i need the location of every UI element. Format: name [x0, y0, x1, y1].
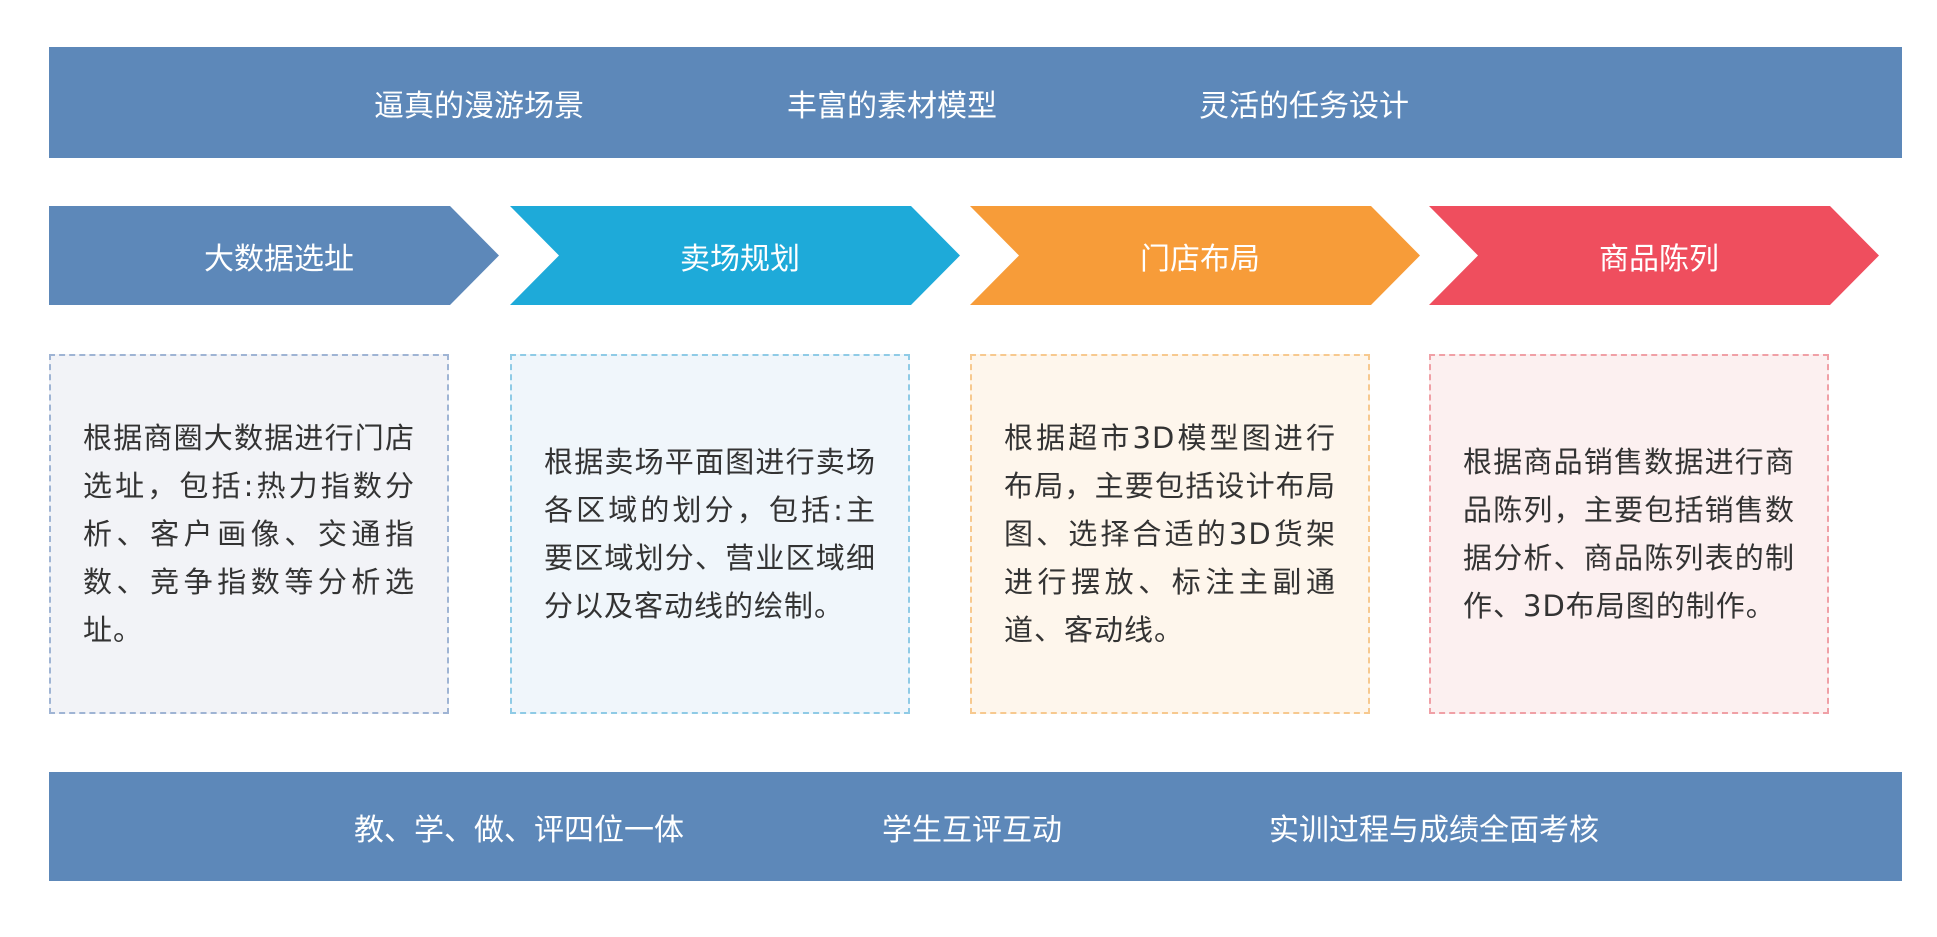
step-store-layout: 门店布局 [970, 206, 1420, 305]
step-title: 卖场规划 [680, 241, 800, 277]
step-description-card: 根据超市3D模型图进行布局，主要包括设计布局图、选择合适的3D货架进行摆放、标注… [970, 354, 1370, 714]
step-description-card: 根据商圈大数据进行门店选址，包括:热力指数分析、客户画像、交通指数、竞争指数等分… [49, 354, 449, 714]
step-title: 门店布局 [1140, 241, 1260, 277]
top-feature-bar: 逼真的漫游场景 丰富的素材模型 灵活的任务设计 [49, 47, 1902, 158]
bottom-feature-bar: 教、学、做、评四位一体 学生互评互动 实训过程与成绩全面考核 [49, 772, 1902, 881]
step-description: 根据超市3D模型图进行布局，主要包括设计布局图、选择合适的3D货架进行摆放、标注… [1004, 421, 1336, 647]
step-description: 根据卖场平面图进行卖场各区域的划分，包括:主要区域划分、营业区域细分以及客动线的… [544, 445, 876, 623]
step-product-display: 商品陈列 [1429, 206, 1879, 305]
feature-roaming-scene: 逼真的漫游场景 [374, 88, 584, 124]
step-title: 商品陈列 [1599, 241, 1719, 277]
feature-teach-learn-do-evaluate: 教、学、做、评四位一体 [354, 812, 684, 848]
step-big-data-site-selection: 大数据选址 [49, 206, 499, 305]
step-description: 根据商品销售数据进行商品陈列，主要包括销售数据分析、商品陈列表的制作、3D布局图… [1463, 445, 1795, 623]
feature-task-design: 灵活的任务设计 [1199, 88, 1409, 124]
feature-full-assessment: 实训过程与成绩全面考核 [1269, 812, 1599, 848]
step-description-card: 根据商品销售数据进行商品陈列，主要包括销售数据分析、商品陈列表的制作、3D布局图… [1429, 354, 1829, 714]
step-title: 大数据选址 [204, 241, 354, 277]
step-store-planning: 卖场规划 [510, 206, 960, 305]
step-description: 根据商圈大数据进行门店选址，包括:热力指数分析、客户画像、交通指数、竞争指数等分… [83, 421, 415, 647]
feature-peer-review: 学生互评互动 [882, 812, 1062, 848]
step-description-card: 根据卖场平面图进行卖场各区域的划分，包括:主要区域划分、营业区域细分以及客动线的… [510, 354, 910, 714]
feature-material-models: 丰富的素材模型 [787, 88, 997, 124]
